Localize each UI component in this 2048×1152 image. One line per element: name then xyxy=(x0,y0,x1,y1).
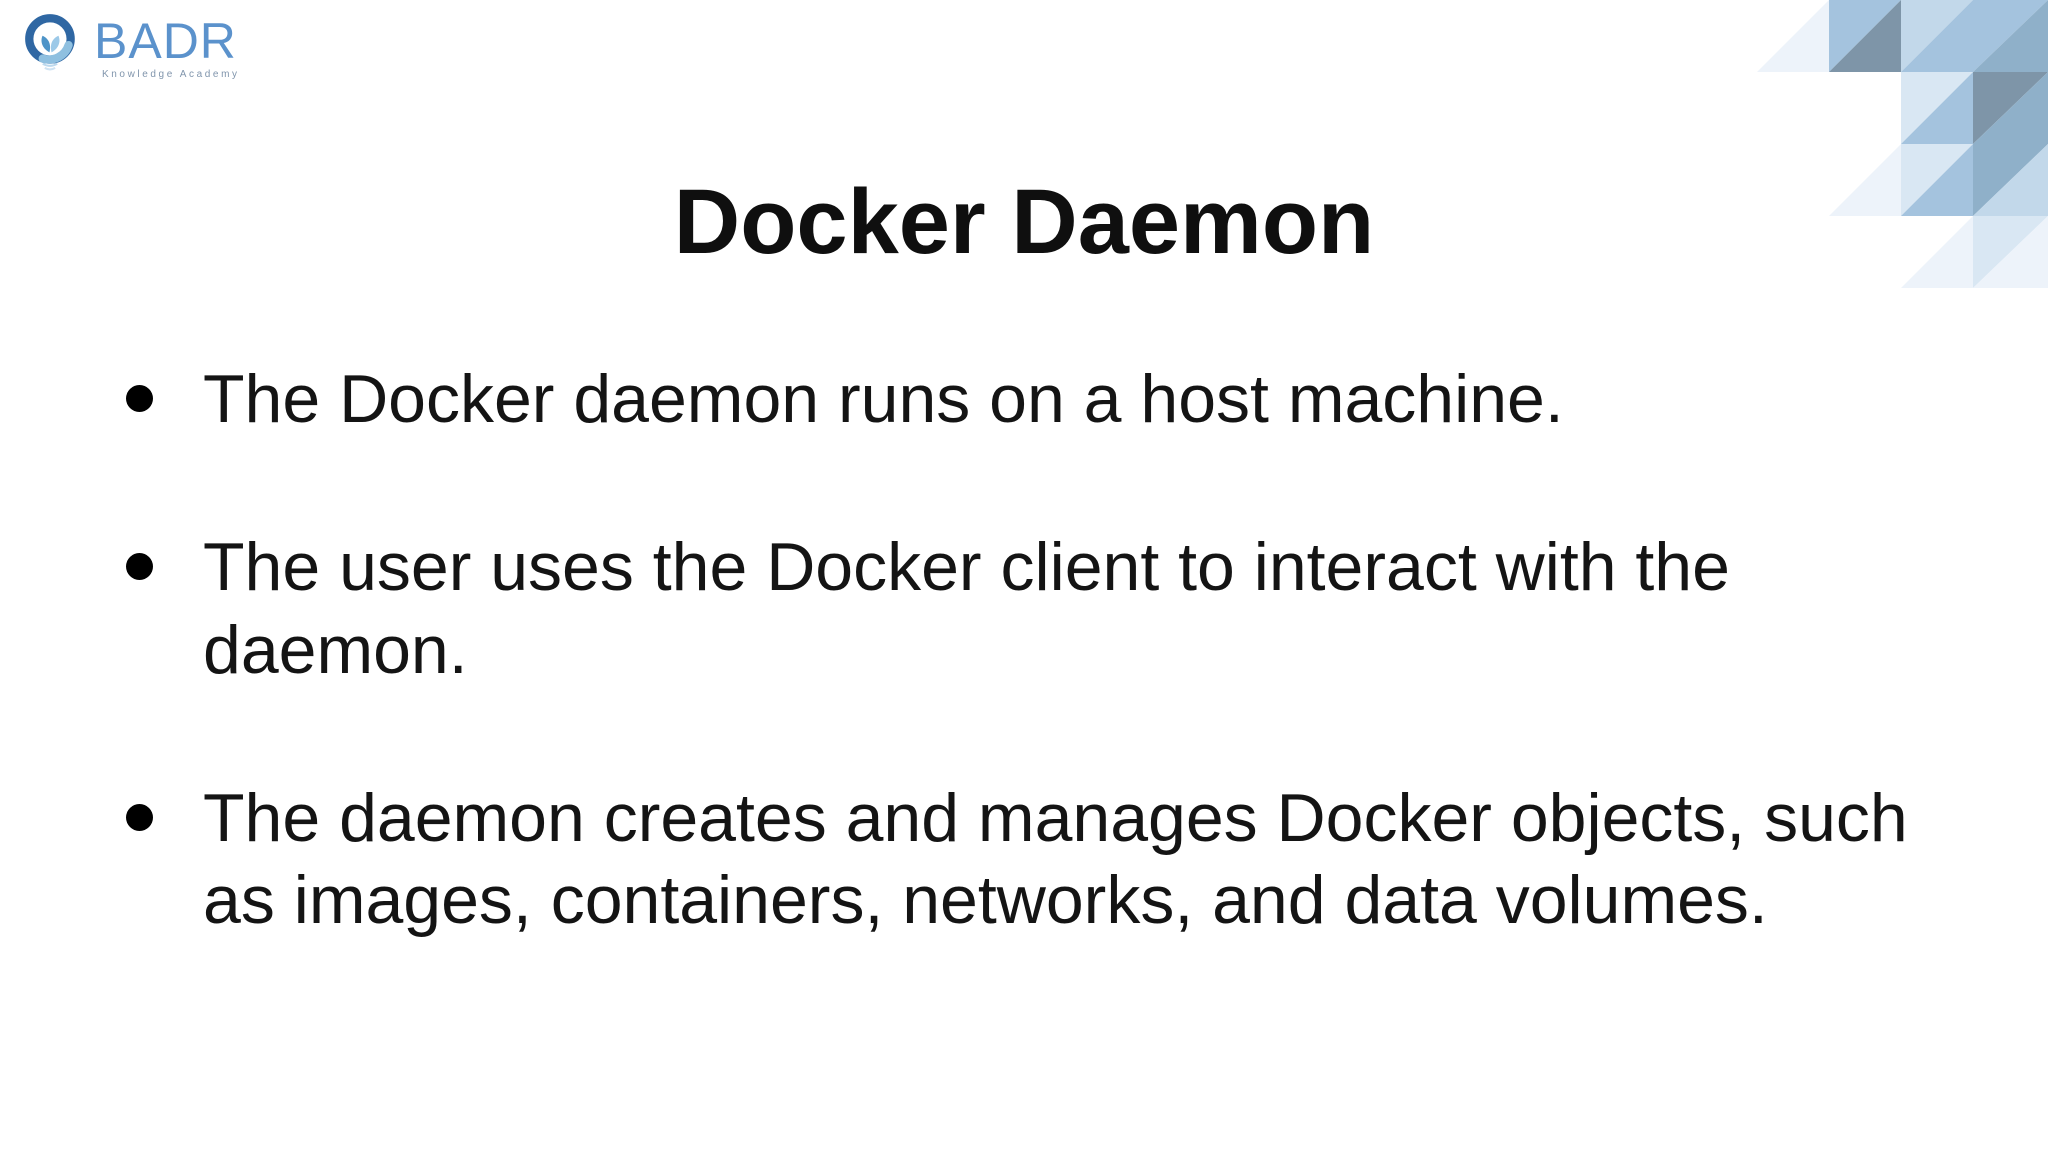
bullet-icon xyxy=(126,804,153,832)
triangle-shape xyxy=(1901,216,1973,288)
triangle-shape xyxy=(1973,144,2048,216)
bullet-icon xyxy=(126,385,153,413)
logo-tagline-text: Knowledge Academy xyxy=(102,69,240,80)
triangle-shape xyxy=(1901,0,1973,72)
bullet-item: The daemon creates and manages Docker ob… xyxy=(122,777,1928,942)
bullet-text: The daemon creates and manages Docker ob… xyxy=(203,780,1908,939)
bullet-icon xyxy=(126,553,153,581)
brand-logo: BADR Knowledge Academy xyxy=(22,12,240,80)
triangle-shape xyxy=(1829,144,1901,216)
corner-triangle-decoration xyxy=(1757,0,2048,288)
slide-title: Docker Daemon xyxy=(673,170,1375,273)
slide-body: The Docker daemon runs on a host machine… xyxy=(122,358,1928,941)
triangle-shape xyxy=(1829,0,1901,72)
badr-logo-icon xyxy=(25,14,75,71)
bullet-text: The Docker daemon runs on a host machine… xyxy=(203,361,1564,438)
bullet-text: The user uses the Docker client to inter… xyxy=(203,529,1730,688)
triangle-shape xyxy=(1973,0,2048,72)
logo-text-block: BADR Knowledge Academy xyxy=(94,16,240,80)
bullet-item: The user uses the Docker client to inter… xyxy=(122,526,1928,691)
triangle-shape xyxy=(1973,216,2048,288)
bullet-item: The Docker daemon runs on a host machine… xyxy=(122,358,1928,440)
bullet-list: The Docker daemon runs on a host machine… xyxy=(122,358,1928,941)
logo-brand-text: BADR xyxy=(94,13,237,69)
triangle-shape xyxy=(1901,144,1973,216)
triangle-shape xyxy=(1757,0,1829,72)
triangle-shape xyxy=(1901,72,1973,144)
triangle-shape xyxy=(1973,72,2048,144)
